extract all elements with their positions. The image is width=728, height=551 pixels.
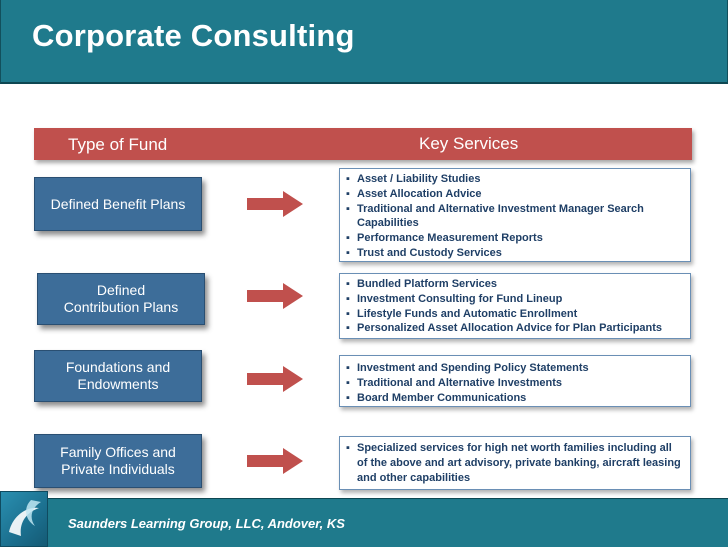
service-item: Bundled Platform Services	[344, 277, 684, 292]
services-list: Asset / Liability Studies Asset Allocati…	[344, 172, 684, 261]
service-item: Traditional and Alternative Investments	[344, 376, 684, 391]
service-item: Personalized Asset Allocation Advice for…	[344, 321, 684, 336]
title-bar: Corporate Consulting	[0, 0, 728, 84]
service-item: Asset / Liability Studies	[344, 172, 684, 187]
header-key-services: Key Services	[419, 134, 519, 153]
fund-label: Family Offices and Private Individuals	[60, 444, 176, 477]
footer-text: Saunders Learning Group, LLC, Andover, K…	[68, 516, 345, 531]
services-list: Investment and Spending Policy Statement…	[344, 361, 684, 405]
column-header-band: Type of Fund Key Services	[34, 128, 692, 160]
services-box-defined-benefit: Asset / Liability Studies Asset Allocati…	[339, 168, 691, 262]
service-item: Investment and Spending Policy Statement…	[344, 361, 684, 376]
right-arrow-icon	[247, 448, 303, 474]
footer-bar: Saunders Learning Group, LLC, Andover, K…	[48, 498, 728, 547]
services-box-foundations: Investment and Spending Policy Statement…	[339, 355, 691, 407]
services-list: Specialized services for high net worth …	[344, 441, 684, 485]
right-arrow-icon	[247, 366, 303, 392]
header-type-of-fund: Type of Fund	[68, 135, 168, 154]
fund-label: Foundations and Endowments	[65, 359, 171, 392]
service-item: Asset Allocation Advice	[344, 187, 684, 202]
page-title: Corporate Consulting	[32, 18, 355, 53]
swirl-logo-graphic	[9, 500, 41, 536]
fund-label: Defined Benefit Plans	[50, 195, 186, 212]
service-item: Traditional and Alternative Investment M…	[344, 202, 684, 232]
service-item: Board Member Communications	[344, 391, 684, 406]
services-box-defined-contribution: Bundled Platform Services Investment Con…	[339, 273, 691, 339]
right-arrow-icon	[247, 283, 303, 309]
fund-box-defined-contribution: Defined Contribution Plans	[37, 273, 205, 325]
fund-box-defined-benefit: Defined Benefit Plans	[34, 177, 202, 231]
services-box-family-offices: Specialized services for high net worth …	[339, 436, 691, 490]
service-item: Specialized services for high net worth …	[344, 441, 684, 485]
fund-box-family-offices: Family Offices and Private Individuals	[34, 434, 202, 488]
service-item: Performance Measurement Reports	[344, 231, 684, 246]
service-item: Lifestyle Funds and Automatic Enrollment	[344, 307, 684, 322]
services-list: Bundled Platform Services Investment Con…	[344, 277, 684, 336]
fund-label: Defined Contribution Plans	[63, 282, 179, 315]
right-arrow-icon	[247, 191, 303, 217]
fund-box-foundations: Foundations and Endowments	[34, 350, 202, 402]
swirl-logo-icon	[0, 491, 48, 547]
service-item: Investment Consulting for Fund Lineup	[344, 292, 684, 307]
service-item: Trust and Custody Services	[344, 246, 684, 261]
